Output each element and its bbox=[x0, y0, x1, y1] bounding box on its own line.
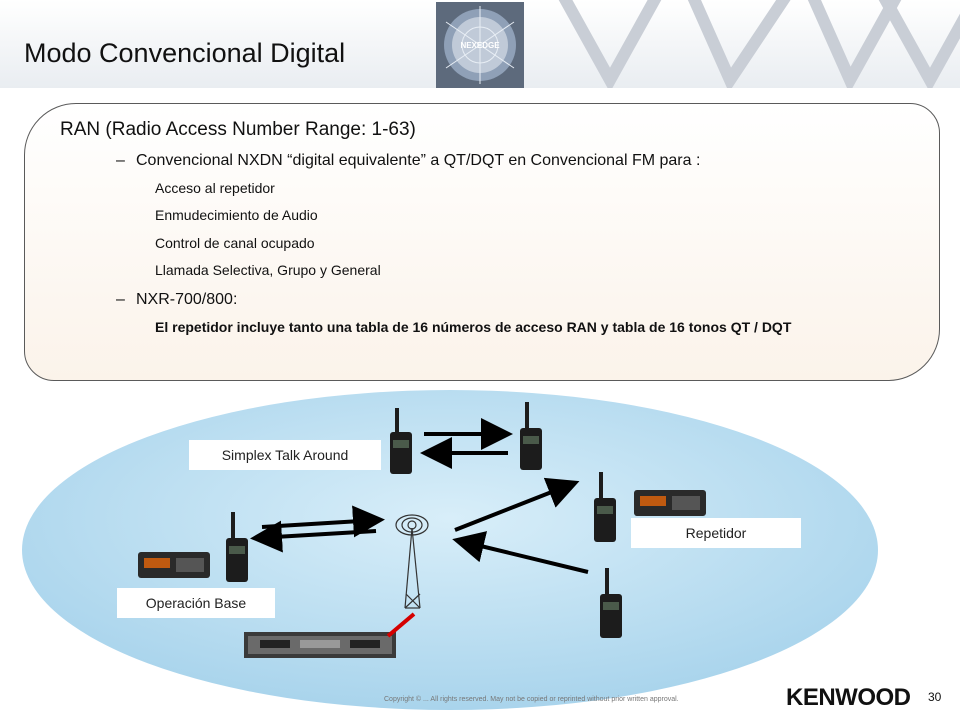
mobile-radio-icon bbox=[634, 490, 706, 516]
bullet-conventional-text: Convencional NXDN “digital equivalente” … bbox=[136, 152, 701, 169]
header-bar: Modo Convencional Digital NEXEDGE bbox=[0, 0, 960, 88]
bullet-nxr-text: NXR-700/800: bbox=[136, 291, 238, 308]
repeater-link-line bbox=[386, 612, 416, 638]
handheld-radio-icon bbox=[600, 568, 622, 638]
content-panel bbox=[24, 103, 940, 381]
header-decoration bbox=[558, 0, 960, 88]
label-simplex: Simplex Talk Around bbox=[189, 440, 381, 470]
ran-heading: RAN (Radio Access Number Range: 1-63) bbox=[60, 119, 416, 140]
logo-text: NEXEDGE bbox=[460, 41, 500, 50]
signal-arrows bbox=[250, 418, 589, 574]
arrow-downlink bbox=[452, 531, 589, 574]
copyright-note: Copyright © ... All rights reserved. May… bbox=[384, 696, 679, 703]
mobile-radio-icon bbox=[138, 552, 210, 578]
network-diagram bbox=[22, 390, 878, 710]
bullet-nxr: –NXR-700/800: bbox=[116, 291, 237, 309]
nexedge-logo: NEXEDGE bbox=[436, 2, 524, 88]
antenna-tower-icon bbox=[395, 514, 429, 609]
coverage-area bbox=[22, 390, 878, 710]
arrow-base-in bbox=[250, 520, 377, 553]
list-item: Enmudecimiento de Audio bbox=[155, 207, 318, 223]
handheld-radio-icon bbox=[520, 402, 542, 470]
handheld-radio-icon bbox=[226, 512, 248, 582]
bullet-conventional: –Convencional NXDN “digital equivalente”… bbox=[116, 152, 700, 170]
label-base: Operación Base bbox=[117, 588, 275, 618]
handheld-radio-icon bbox=[594, 472, 616, 542]
arrow-uplink bbox=[454, 477, 580, 532]
page-title: Modo Convencional Digital bbox=[24, 38, 346, 68]
handheld-radio-icon bbox=[390, 408, 412, 474]
kenwood-logo: KENWOOD bbox=[786, 684, 911, 711]
page-number: 30 bbox=[928, 690, 942, 704]
label-repeater: Repetidor bbox=[631, 518, 801, 548]
list-item: Acceso al repetidor bbox=[155, 180, 275, 196]
bullet-dash: – bbox=[116, 291, 125, 308]
repeater-note: El repetidor incluye tanto una tabla de … bbox=[155, 319, 792, 335]
list-item: Llamada Selectiva, Grupo y General bbox=[155, 262, 381, 278]
bullet-dash: – bbox=[116, 152, 125, 169]
repeater-unit-icon bbox=[244, 632, 396, 658]
list-item: Control de canal ocupado bbox=[155, 235, 315, 251]
